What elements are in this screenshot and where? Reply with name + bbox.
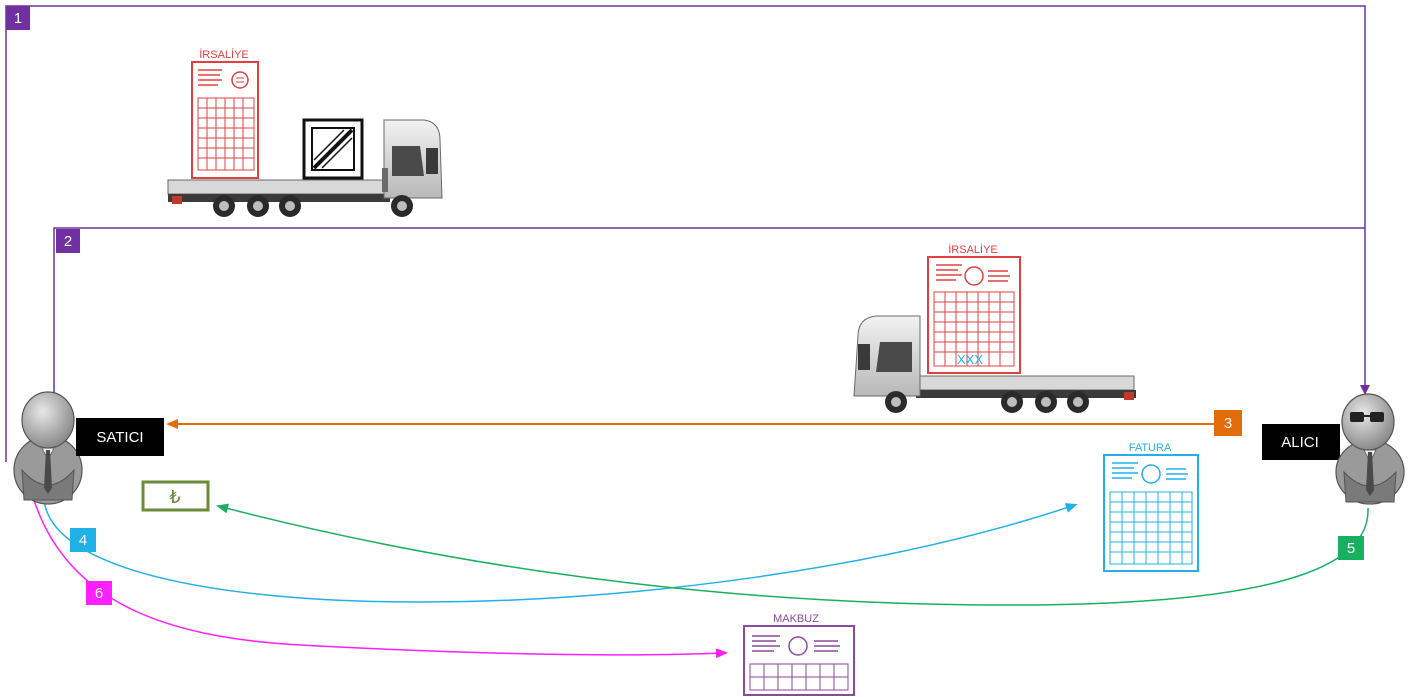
step-badge-3: 3: [1214, 410, 1242, 436]
step-6-label: 6: [95, 585, 103, 602]
step-1-label: 1: [14, 10, 22, 27]
document-icon: [192, 62, 258, 178]
step-4-label: 4: [79, 532, 87, 549]
makbuz-document: MAKBUZ: [744, 613, 854, 695]
step-5-label: 5: [1347, 540, 1355, 557]
flow-6-line: [34, 500, 722, 655]
return-mark: XXX: [957, 352, 983, 367]
seller-label: SATICI: [76, 418, 164, 456]
step-badge-1: 1: [6, 6, 30, 30]
banknote-icon: ₺: [143, 482, 208, 510]
irsaliye-document-top: İRSALİYE: [192, 48, 258, 178]
step-2-label: 2: [64, 233, 72, 250]
step-badge-4: 4: [70, 528, 96, 552]
crate-icon: [304, 120, 362, 178]
lira-symbol: ₺: [169, 487, 180, 508]
irsaliye-document-return: İRSALİYE XXX: [928, 243, 1020, 373]
irsaliye-title-top: İRSALİYE: [199, 48, 249, 61]
fatura-title: FATURA: [1129, 442, 1172, 454]
step-3-label: 3: [1224, 415, 1232, 432]
seller-person-icon: [14, 392, 82, 504]
step-badge-2: 2: [56, 229, 80, 253]
buyer-label-text: ALICI: [1281, 434, 1319, 451]
makbuz-title: MAKBUZ: [773, 613, 819, 625]
step-badge-5: 5: [1338, 536, 1364, 560]
irsaliye-title-return: İRSALİYE: [948, 243, 998, 256]
document-icon: [1104, 455, 1198, 571]
flow-4-line: [44, 500, 1072, 602]
buyer-person-icon: [1336, 394, 1404, 504]
flow-2-line: [54, 228, 1365, 395]
document-icon: [744, 626, 854, 695]
step-badge-6: 6: [86, 581, 112, 605]
buyer-label: ALICI: [1262, 424, 1340, 460]
seller-label-text: SATICI: [96, 429, 143, 446]
fatura-document: FATURA: [1104, 442, 1198, 571]
